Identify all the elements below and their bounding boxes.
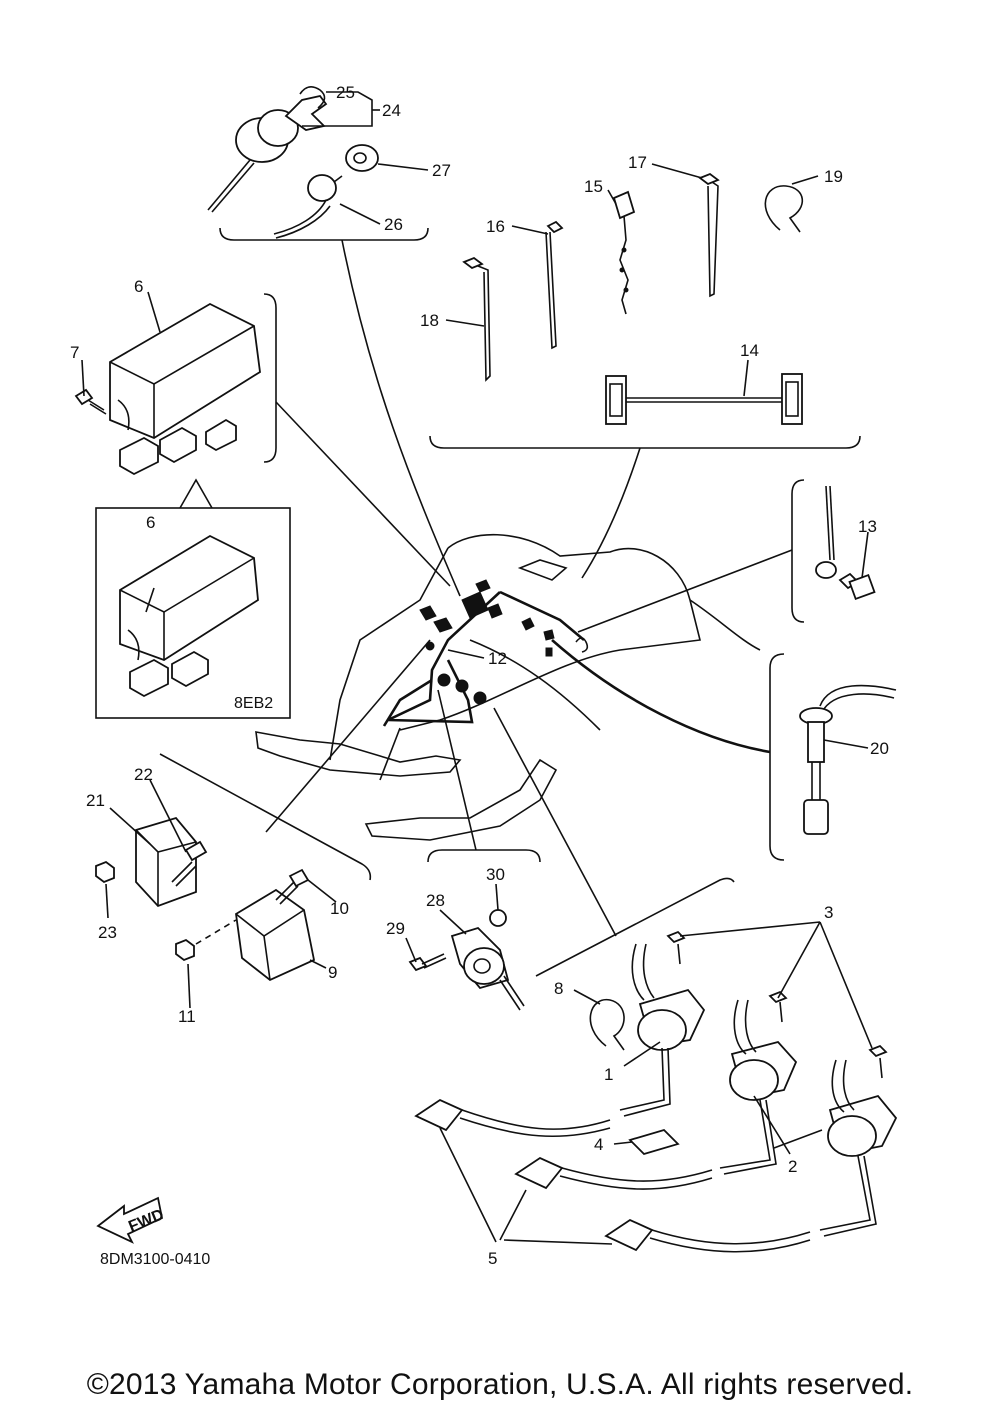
label-part-13: 13 bbox=[858, 517, 877, 536]
bracket-coil-group bbox=[535, 877, 735, 977]
ignition-coil-2a bbox=[719, 999, 798, 1175]
label-part-26: 26 bbox=[384, 215, 403, 234]
nut-23 bbox=[95, 860, 115, 884]
label-part-4: 4 bbox=[594, 1135, 603, 1154]
label-part-21: 21 bbox=[86, 791, 105, 810]
bracket-sensor30-group bbox=[427, 849, 541, 863]
label-part-18: 18 bbox=[420, 311, 439, 330]
band-18 bbox=[462, 256, 491, 382]
regulator-9 bbox=[195, 888, 316, 982]
bracket-cdi-group bbox=[263, 293, 277, 463]
label-part-11: 11 bbox=[178, 1007, 196, 1026]
bracket-ties-group bbox=[429, 435, 861, 449]
lock-nut bbox=[345, 144, 379, 172]
sensor-20 bbox=[799, 684, 897, 835]
ground-lead bbox=[815, 485, 837, 579]
leader-ignition bbox=[341, 239, 461, 597]
label-part-25: 25 bbox=[336, 83, 355, 102]
label-part-20: 20 bbox=[870, 739, 889, 758]
label-part-8: 8 bbox=[554, 979, 563, 998]
leader-sensor bbox=[551, 639, 771, 754]
bracket-ignition-group bbox=[219, 227, 429, 241]
copyright-notice: ©2013 Yamaha Motor Corporation, U.S.A. A… bbox=[86, 1368, 914, 1401]
leader-coils bbox=[493, 707, 617, 937]
label-part-15: 15 bbox=[584, 177, 603, 196]
wire-harness bbox=[382, 579, 589, 727]
leader-ground bbox=[577, 549, 793, 633]
label-part-12: 12 bbox=[488, 649, 507, 668]
band-16 bbox=[545, 220, 564, 350]
bracket-ground-group bbox=[791, 479, 805, 623]
label-part-24: 24 bbox=[382, 101, 401, 120]
label-part-28: 28 bbox=[426, 891, 445, 910]
label-part-23: 23 bbox=[98, 923, 117, 942]
collar-30 bbox=[489, 909, 507, 927]
label-part-30: 30 bbox=[486, 865, 505, 884]
band-14 bbox=[605, 373, 803, 425]
switch-lever bbox=[273, 174, 343, 239]
clip-8 bbox=[589, 998, 625, 1051]
callout-leaders bbox=[81, 91, 873, 1245]
bolt-22 bbox=[171, 840, 208, 887]
label-part-27: 27 bbox=[432, 161, 451, 180]
plug-cap-5 bbox=[414, 1098, 811, 1253]
ignition-coil-1 bbox=[619, 943, 706, 1117]
bolt-7 bbox=[74, 388, 107, 415]
label-part-17: 17 bbox=[628, 153, 647, 172]
label-part-2: 2 bbox=[788, 1157, 797, 1176]
label-part-7: 7 bbox=[70, 343, 79, 362]
label-part-16: 16 bbox=[486, 217, 505, 236]
main-switch bbox=[207, 86, 328, 213]
rectifier-21 bbox=[135, 816, 197, 908]
leader-rectifier bbox=[265, 639, 431, 833]
variant-code: 8EB2 bbox=[234, 695, 273, 712]
part-labels: 1 2 3 4 5 6 6 7 8 9 10 11 12 13 14 15 16… bbox=[70, 83, 889, 1268]
label-part-5: 5 bbox=[488, 1249, 497, 1268]
nut-11 bbox=[175, 938, 195, 962]
clip-19 bbox=[764, 185, 804, 233]
label-part-6: 6 bbox=[134, 277, 143, 296]
ignition-coil-2b bbox=[819, 1059, 898, 1237]
fwd-arrow: FWD bbox=[96, 1196, 166, 1244]
label-part-3: 3 bbox=[824, 903, 833, 922]
band-17 bbox=[698, 172, 720, 298]
label-part-10: 10 bbox=[330, 899, 349, 918]
leader-sensor30 bbox=[437, 689, 477, 851]
screw-3 bbox=[666, 930, 888, 1079]
label-part-1: 1 bbox=[604, 1065, 613, 1084]
label-part-6-variant: 6 bbox=[146, 513, 155, 532]
label-part-9: 9 bbox=[328, 963, 337, 982]
label-part-19: 19 bbox=[824, 167, 843, 186]
bolt-29 bbox=[408, 953, 447, 972]
label-part-14: 14 bbox=[740, 341, 759, 360]
cdi-unit bbox=[109, 302, 261, 476]
leader-cdi bbox=[275, 401, 451, 587]
leader-ties bbox=[581, 447, 641, 579]
clamp-15 bbox=[612, 190, 636, 315]
holder-4 bbox=[628, 1128, 680, 1156]
drawing-code: 8DM3100-0410 bbox=[100, 1251, 210, 1268]
label-part-29: 29 bbox=[386, 919, 405, 938]
sensor-28 bbox=[450, 926, 525, 1011]
bracket-rectifier-group bbox=[159, 753, 372, 881]
bolt-13 bbox=[838, 572, 876, 601]
chassis-outline bbox=[255, 533, 761, 841]
label-part-22: 22 bbox=[134, 765, 153, 784]
variant-box bbox=[95, 478, 291, 719]
bracket-sensor-group bbox=[769, 653, 785, 861]
